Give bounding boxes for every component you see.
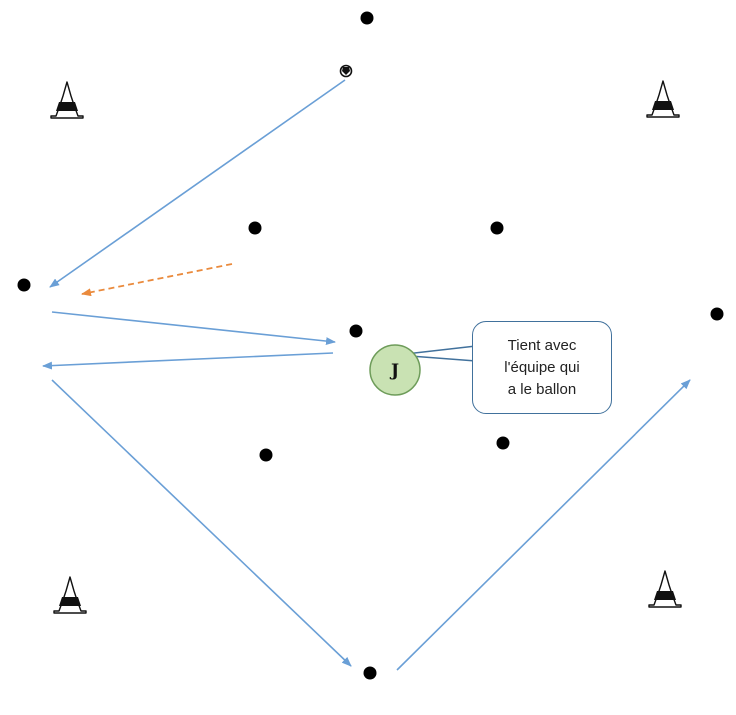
- callout-line: a le ballon: [507, 380, 577, 398]
- callout-line: Tient avec: [507, 336, 577, 354]
- pressure-arrow: [81, 263, 233, 297]
- cone-icon: [50, 81, 84, 119]
- red-player: [493, 436, 513, 484]
- pass-arrow-left-to-bottom: [51, 379, 352, 667]
- blue-player-right: [707, 307, 727, 355]
- red-player: [487, 221, 507, 269]
- callout-line: l'équipe qui: [504, 358, 580, 376]
- pass-arrow-top-to-left: [49, 79, 346, 288]
- joker-label: J: [389, 361, 399, 381]
- joker-badge: J: [369, 344, 421, 396]
- pass-arrow-bottom-to-right: [396, 379, 691, 671]
- joker-callout: Tient avec l'équipe qui a le ballon: [472, 321, 612, 414]
- pass-arrow-left-to-joker: [51, 311, 336, 346]
- cone-icon: [646, 80, 680, 118]
- red-player: [256, 448, 276, 496]
- blue-player-bottom: [360, 666, 380, 714]
- ball-icon: [339, 64, 353, 78]
- cone-icon: [648, 570, 682, 608]
- pass-arrow-joker-to-left: [42, 352, 334, 370]
- joker-player: [346, 324, 366, 372]
- cone-icon: [53, 576, 87, 614]
- blue-player-top: [357, 11, 377, 59]
- red-player: [245, 221, 265, 269]
- blue-player-left: [14, 278, 34, 326]
